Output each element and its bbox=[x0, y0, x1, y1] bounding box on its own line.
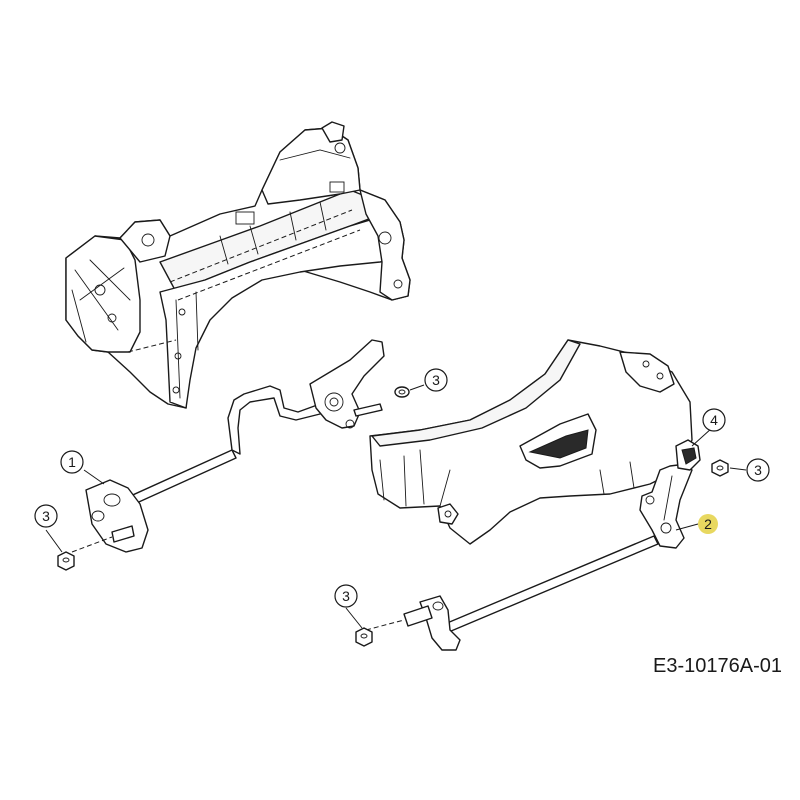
callout-3-right: 3 bbox=[746, 458, 770, 482]
callout-1: 1 bbox=[60, 450, 84, 474]
svg-text:4: 4 bbox=[710, 412, 718, 428]
lower-deck-housing bbox=[369, 339, 693, 545]
callout-3-upper: 3 bbox=[424, 368, 448, 392]
callout-4: 4 bbox=[702, 408, 726, 432]
leader-lines bbox=[45, 384, 747, 629]
callout-3-left: 3 bbox=[34, 504, 58, 528]
nut-lower-left bbox=[57, 551, 75, 571]
callout-2: 2 bbox=[698, 514, 718, 534]
svg-text:1: 1 bbox=[68, 454, 76, 470]
svg-text:3: 3 bbox=[754, 462, 762, 478]
svg-text:2: 2 bbox=[704, 516, 712, 532]
rear-hub-plate bbox=[365, 595, 461, 651]
svg-text:3: 3 bbox=[342, 588, 350, 604]
upper-chassis-frame bbox=[65, 121, 411, 409]
hub-plate-part-1 bbox=[71, 479, 149, 553]
callout-3-bottom: 3 bbox=[334, 584, 358, 608]
rear-axle-rod bbox=[439, 535, 659, 635]
reference-code: E3-10176A-01 bbox=[653, 655, 782, 677]
svg-text:3: 3 bbox=[432, 372, 440, 388]
washer-upper bbox=[394, 386, 410, 398]
lever-knob-part-4 bbox=[675, 439, 701, 471]
svg-text:3: 3 bbox=[42, 508, 50, 524]
nut-right bbox=[711, 459, 729, 477]
nut-bottom bbox=[355, 627, 373, 647]
